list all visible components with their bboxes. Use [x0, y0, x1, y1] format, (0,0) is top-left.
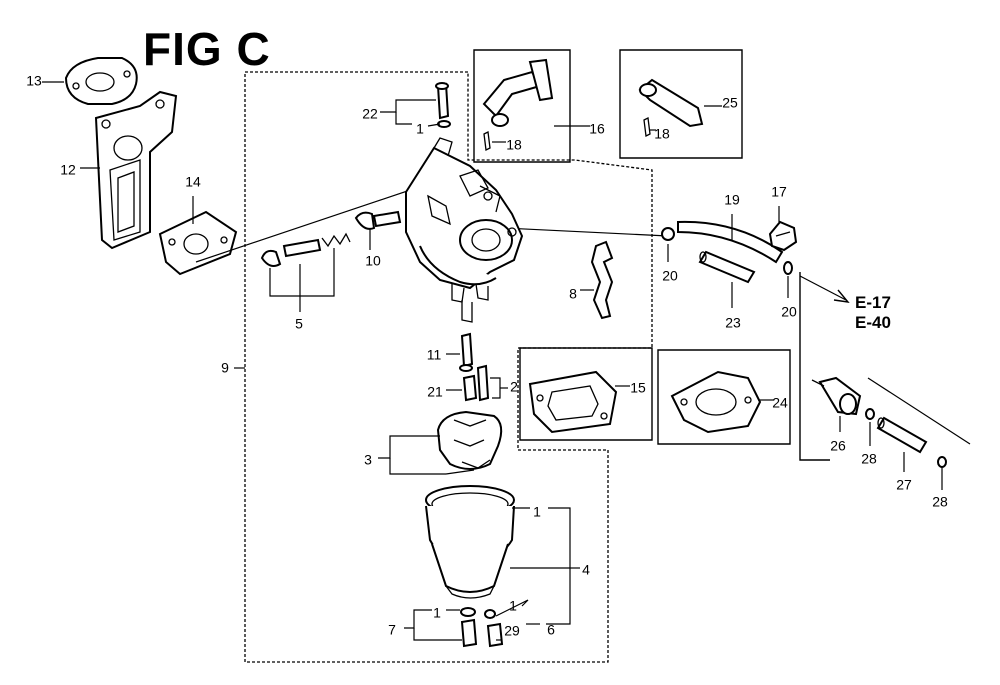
gasket-14-icon	[158, 210, 238, 276]
callout-c28b: 28	[932, 494, 948, 510]
group-25-box	[619, 49, 743, 159]
fuel-line-bracket	[799, 272, 830, 461]
callout-c19: 19	[724, 192, 740, 208]
callout-c27: 27	[896, 477, 912, 493]
callout-c1a: 1	[416, 121, 424, 137]
callout-c2: 2	[510, 379, 518, 395]
callout-c10: 10	[365, 253, 381, 269]
callout-c24: 24	[772, 395, 788, 411]
gasket-15-icon	[528, 370, 618, 434]
callout-c1c: 1	[433, 605, 441, 621]
callout-c6: 6	[547, 622, 555, 638]
carburetor-body-icon	[405, 137, 524, 323]
callout-c28a: 28	[861, 451, 877, 467]
group-16-box	[473, 49, 571, 163]
reference-e17: E-17	[855, 293, 891, 312]
gasket-24-icon	[670, 370, 762, 434]
callout-c15: 15	[630, 380, 646, 396]
callout-c17: 17	[771, 184, 787, 200]
group-15-box	[519, 347, 653, 441]
fuel-tube-19-icon	[677, 220, 784, 264]
callout-c22: 22	[362, 106, 378, 122]
clip-20a-icon	[661, 227, 675, 241]
callout-c26: 26	[830, 438, 846, 454]
callout-c5: 5	[295, 316, 303, 332]
lever-25-icon	[638, 78, 704, 137]
callout-c13: 13	[26, 73, 42, 89]
pilot-screw-5-icon	[260, 232, 351, 267]
callout-c20a: 20	[662, 268, 678, 284]
assembly-9-outline	[244, 71, 653, 663]
callout-c8: 8	[569, 286, 577, 302]
tube-27-icon	[876, 416, 928, 454]
callout-c12: 12	[60, 162, 76, 178]
callout-c18b: 18	[654, 126, 670, 142]
clamp-17-icon	[768, 220, 798, 252]
callout-c1b: 1	[533, 504, 541, 520]
choke-lever-16-icon	[482, 58, 554, 151]
gasket-13-icon	[64, 57, 138, 105]
reference-e40: E-40	[855, 313, 891, 332]
callout-c14: 14	[185, 174, 201, 190]
callout-c21: 21	[427, 384, 443, 400]
tube-23-icon	[698, 250, 756, 284]
float-3-icon	[436, 410, 503, 470]
callout-c16: 16	[589, 121, 605, 137]
clip-20b-icon	[783, 261, 793, 275]
float-chamber-4-icon	[425, 485, 515, 599]
figure-title: FIG C	[143, 23, 271, 75]
drain-bolt-7-icon	[460, 607, 478, 648]
nozzle-21-icon	[462, 364, 490, 402]
clip-28b-icon	[937, 456, 947, 468]
main-jet-11-icon	[459, 332, 474, 372]
callout-c11: 11	[427, 347, 442, 363]
clip-28a-icon	[865, 408, 875, 420]
screw-22-icon	[435, 82, 451, 128]
callout-c23: 23	[725, 315, 741, 331]
callout-c18a: 18	[506, 137, 522, 153]
float-valve-8-icon	[590, 240, 614, 320]
screw-10-icon	[354, 210, 402, 230]
insulator-plate-12-icon	[94, 90, 178, 250]
callout-c4: 4	[582, 562, 590, 578]
callout-c25: 25	[722, 95, 738, 111]
callout-c3: 3	[364, 452, 372, 468]
callout-c1d: 1	[509, 598, 517, 614]
callout-c20b: 20	[781, 304, 797, 320]
group-24-box	[657, 349, 791, 445]
fitting-26-icon	[811, 376, 862, 416]
callout-c7: 7	[388, 622, 396, 638]
callout-c29: 29	[504, 623, 520, 639]
callout-c9: 9	[221, 360, 229, 376]
